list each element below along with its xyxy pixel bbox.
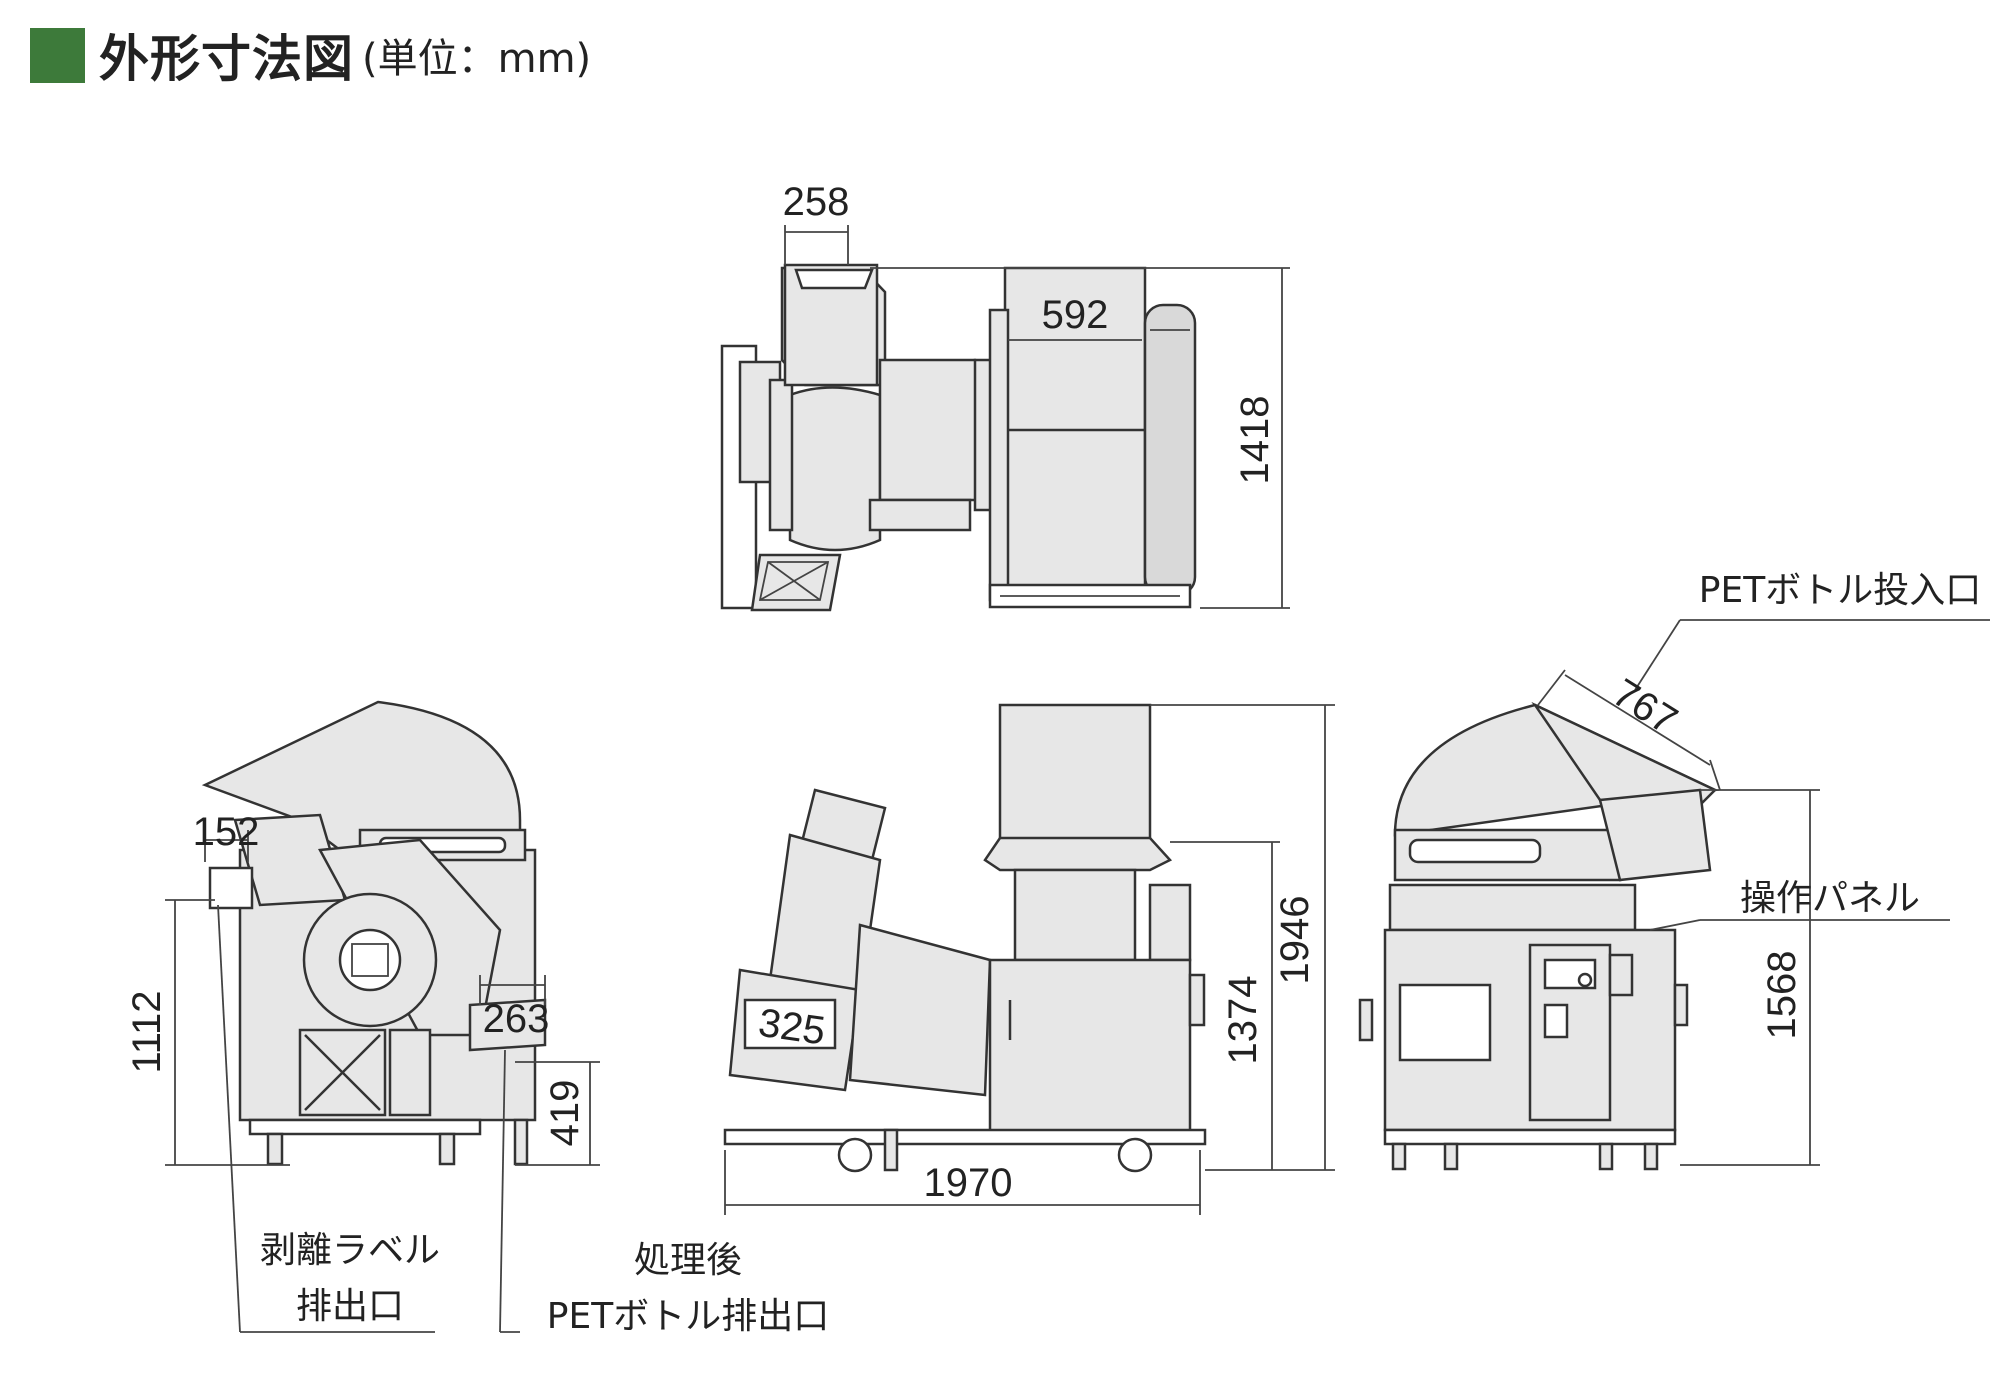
dim-front-width: 1970 (924, 1161, 1013, 1205)
label-outlet-line2: 排出口 (296, 1286, 404, 1327)
dim-rear-height: 1568 (1760, 951, 1804, 1040)
dim-top-depth: 1418 (1233, 396, 1277, 485)
pet-outlet-line2: PETボトル排出口 (547, 1296, 829, 1337)
front-view (723, 703, 1335, 1215)
section-header: 外形寸法図 (単位：mm) (30, 20, 591, 90)
dim-side-label-width: 152 (193, 810, 260, 854)
pet-outlet-line1: 処理後 (634, 1240, 742, 1281)
dim-front-chute: 325 (756, 1001, 828, 1054)
label-outlet-line1: 剥離ラベル (260, 1230, 440, 1271)
header-marker-icon (30, 27, 85, 83)
pet-inlet-label: PETボトル投入口 (1699, 570, 1981, 611)
dim-side-pet-outlet-height: 419 (543, 1080, 587, 1147)
dim-top-body: 592 (1042, 293, 1109, 337)
top-view (720, 225, 1290, 612)
unit-note: (単位：mm) (362, 36, 592, 82)
side-view (165, 700, 600, 1333)
dim-rear-inlet: 767 (1605, 671, 1685, 744)
dim-top-hopper: 258 (783, 180, 850, 224)
dim-side-chute: 263 (483, 997, 550, 1041)
rear-view (1358, 619, 1990, 1171)
dim-side-outlet-height: 1112 (125, 990, 169, 1073)
dim-front-body-height: 1374 (1221, 976, 1265, 1065)
control-panel-label: 操作パネル (1740, 878, 1920, 919)
dim-front-total-height: 1946 (1273, 896, 1317, 985)
page-title: 外形寸法図 (99, 30, 354, 88)
